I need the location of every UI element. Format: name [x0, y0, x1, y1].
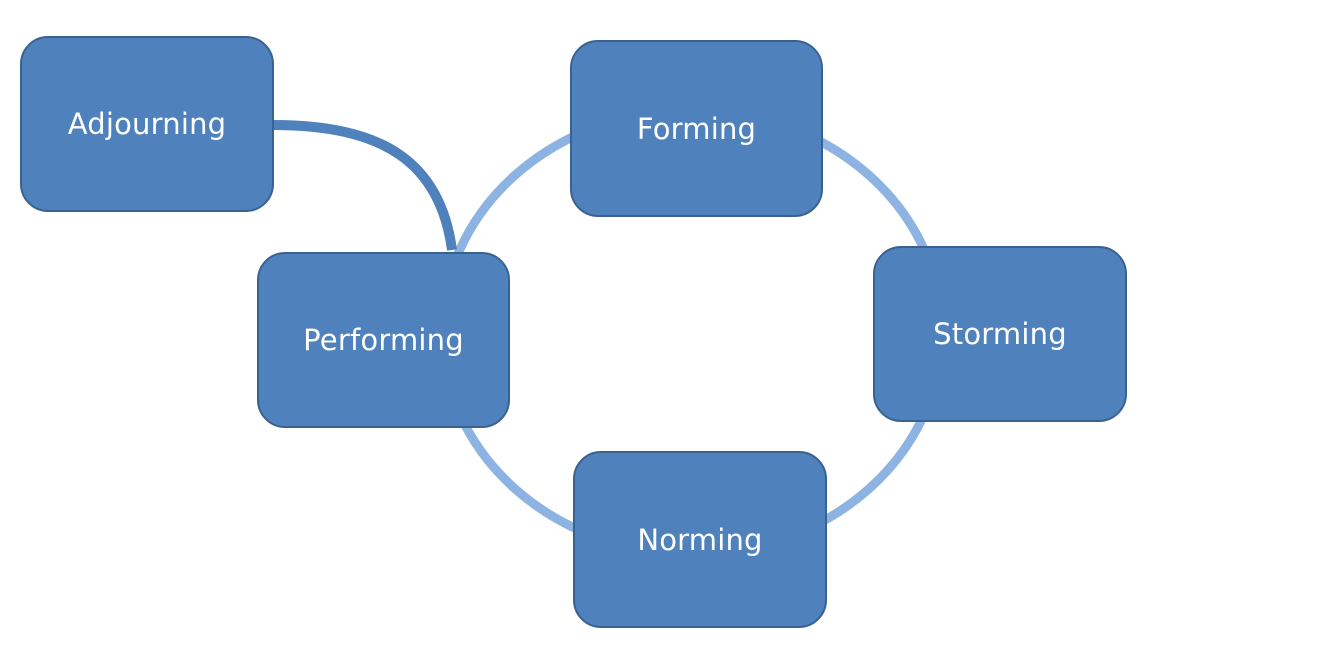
stage-storming: Storming — [873, 246, 1127, 422]
stage-norming: Norming — [573, 451, 827, 628]
stage-adjourning-label: Adjourning — [67, 107, 227, 141]
stage-storming-label: Storming — [933, 317, 1067, 351]
stage-performing-label: Performing — [303, 323, 464, 357]
stage-adjourning: Adjourning — [20, 36, 274, 212]
stage-performing: Performing — [257, 252, 510, 428]
stage-forming-label: Forming — [636, 111, 757, 146]
stage-forming: Forming — [570, 40, 823, 217]
stage-norming-label: Norming — [637, 522, 763, 557]
adjourning-connector — [273, 120, 457, 251]
